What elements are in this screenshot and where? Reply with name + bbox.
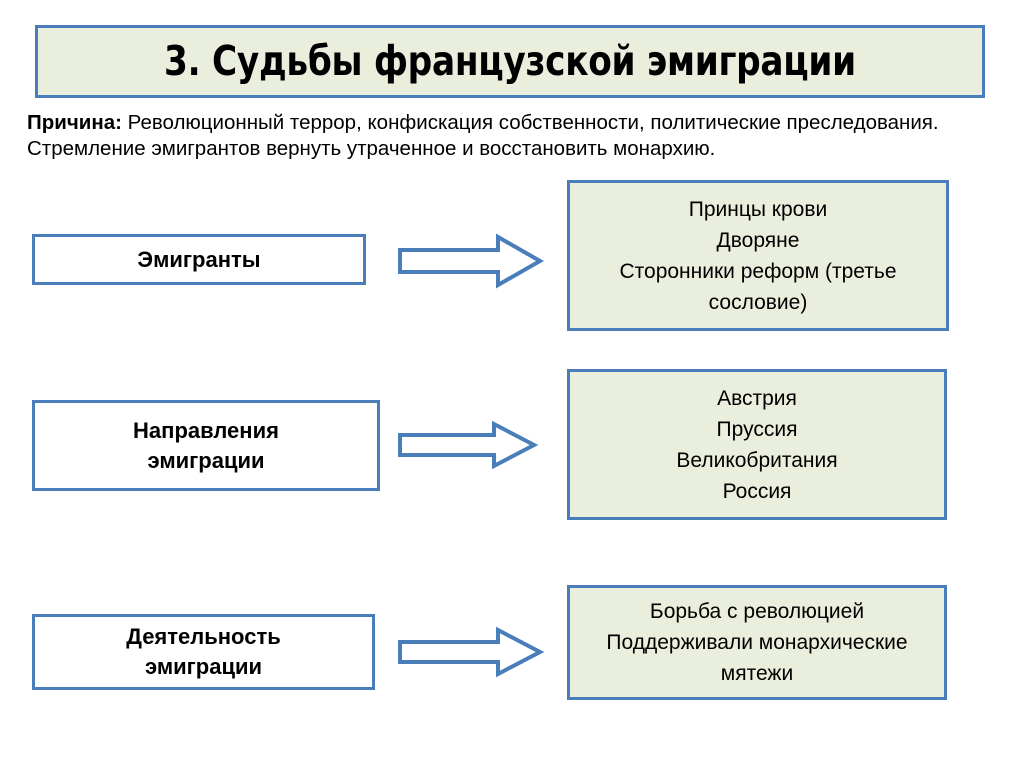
intro-paragraph: Причина: Революционный террор, конфискац… [27,110,987,162]
page-title: 3. Судьбы французской эмиграции [164,37,856,85]
right-arrow-icon [398,628,542,676]
slide-title-box: 3. Судьбы французской эмиграции [35,25,985,98]
intro-lead-label: Причина: [27,111,122,134]
category-label: Эмигранты [137,246,261,272]
category-box-emigranty[interactable]: Эмигранты [32,234,366,285]
right-arrow-icon [398,234,542,288]
right-arrow-icon [398,422,536,468]
intro-body-text: Революционный террор, конфискация собств… [27,111,939,160]
